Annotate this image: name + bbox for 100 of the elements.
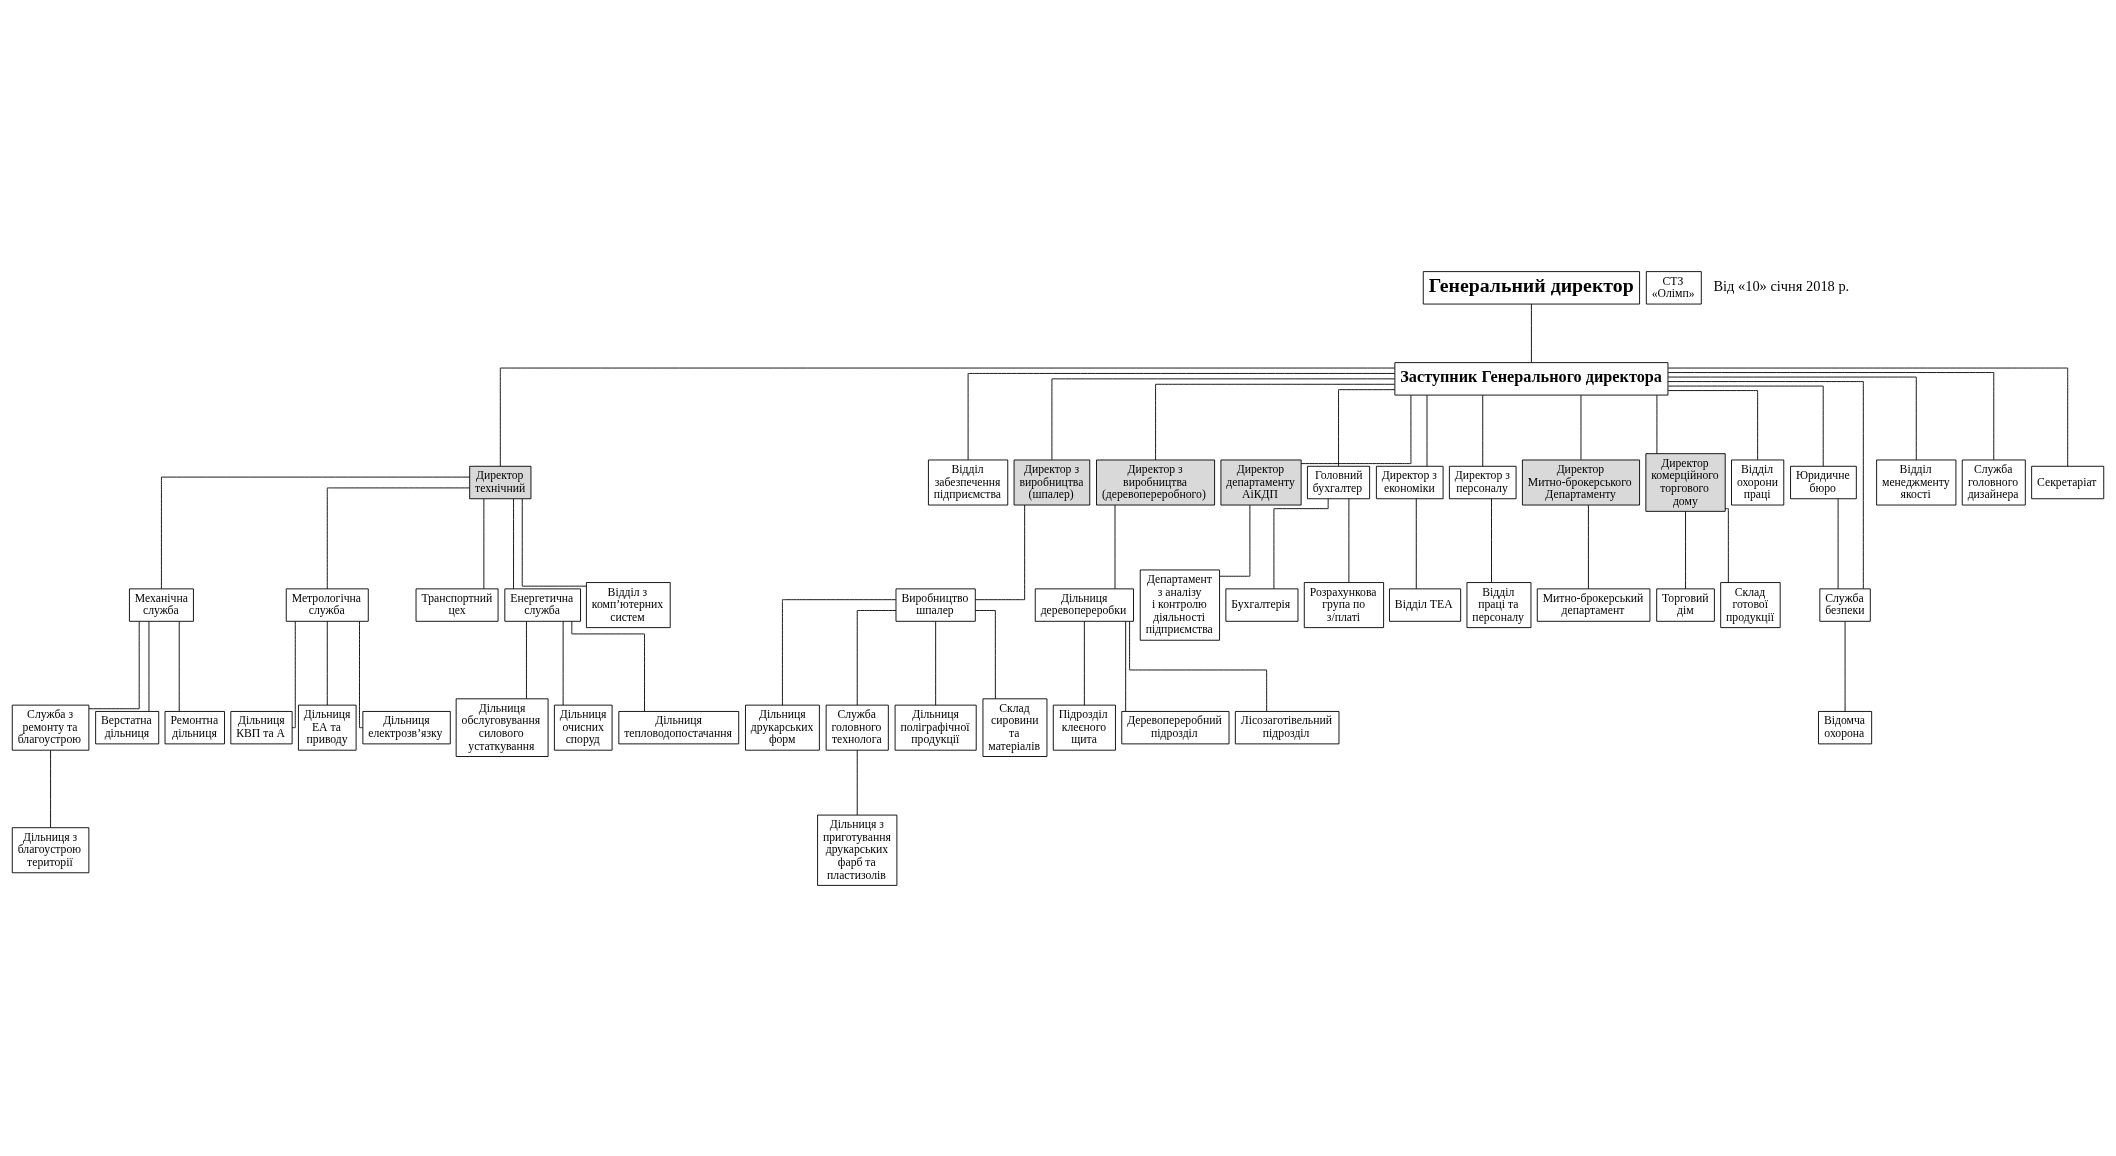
connector — [1667, 389, 1759, 460]
connector — [856, 749, 858, 816]
node-box: Секретаріат — [2031, 465, 2105, 499]
connector — [483, 497, 485, 589]
connector — [1125, 620, 1127, 712]
node-box: Юридичне бюро — [1790, 465, 1857, 499]
node-box: Директор комерційного торгового дому — [1645, 452, 1726, 512]
node-box: Деревопереробний підрозділ — [1121, 710, 1230, 744]
connector — [148, 620, 150, 712]
connector — [1667, 371, 1995, 460]
connector — [1837, 497, 1839, 589]
node-box: Відділ з комп’ютерних систем — [585, 581, 671, 628]
node-box: Генеральний директор — [1422, 270, 1640, 304]
connector — [781, 598, 897, 706]
node-box: Дільниця КВП та А — [230, 710, 293, 744]
node-box: СТЗ «Олімп» — [1645, 270, 1702, 304]
node-box: Митно-брокерський департамент — [1536, 587, 1651, 622]
node-box: Механічна служба — [129, 587, 194, 622]
node-box: Дільниця з приготування друкарських фарб та пластизолів — [817, 814, 898, 886]
node-box: Верстатна дільниця — [95, 710, 160, 744]
node-box: Дільниця деревопереробки — [1034, 587, 1134, 622]
connector — [856, 609, 897, 706]
node-box: Служба з ремонту та благоустрою — [11, 704, 90, 751]
connector — [571, 620, 645, 712]
connector — [1685, 510, 1686, 589]
node-box: Дільниця ЕА та приводу — [297, 704, 357, 751]
node-box: Відомча охорона — [1818, 710, 1873, 744]
connector — [1051, 377, 1396, 460]
connector — [1155, 383, 1396, 460]
connector — [50, 749, 51, 828]
connector — [1667, 376, 1917, 460]
connector — [178, 620, 180, 712]
node-box: Склад сировини та матеріалів — [982, 697, 1048, 757]
connector — [499, 367, 1396, 467]
node-box: Лісозаготівельний підрозділ — [1234, 710, 1340, 744]
node-box: Склад готової продукції — [1720, 581, 1781, 628]
connector — [1667, 385, 1824, 467]
connector — [1844, 620, 1846, 712]
connector — [1426, 394, 1428, 467]
connector — [1083, 620, 1085, 706]
connector — [1338, 388, 1396, 466]
connector — [291, 620, 296, 728]
node-box: Енергетична служба — [504, 587, 581, 622]
node-box: Ремонтна дільниця — [164, 710, 225, 744]
node-box: Відділ забезпечення підприємства — [928, 459, 1009, 505]
connector — [88, 620, 140, 709]
connector — [326, 620, 328, 706]
node-box: Розрахункова група по з/платі — [1303, 581, 1385, 628]
connector — [1656, 394, 1658, 454]
node-box: Дільниця друкарських форм — [745, 704, 820, 751]
connector — [1587, 504, 1589, 589]
node-box: Дільниця очисних споруд — [553, 704, 613, 751]
connector — [1273, 497, 1329, 589]
node-box: Відділ охорони праці — [1731, 459, 1785, 505]
node-box: Директор з персоналу — [1448, 465, 1517, 499]
connector — [521, 498, 587, 587]
node-box: Відділ менеджменту якості — [1876, 459, 1957, 505]
node-box: Відділ ТЕА — [1389, 587, 1462, 622]
connector — [513, 497, 514, 589]
node-box: Головний бухгалтер — [1307, 465, 1371, 499]
connector — [1580, 394, 1582, 460]
connector — [1300, 394, 1412, 464]
connector — [526, 620, 527, 699]
node-box: Служба головного дизайнера — [1961, 459, 2026, 505]
node-box: Підрозділ клеєного щита — [1052, 704, 1116, 751]
connector — [359, 620, 364, 728]
node-box: Виробництво шпалер — [895, 587, 976, 622]
connector — [1667, 367, 2069, 467]
connector — [562, 620, 564, 706]
node-box: Директор технічний — [469, 465, 532, 499]
node-box: Дільниця поліграфічної продукції — [894, 704, 977, 751]
node-box: Дільниця з благоустрою території — [11, 826, 90, 873]
connector — [935, 620, 937, 706]
node-box: Директор з виробництва (деревопереробного) — [1096, 459, 1216, 505]
node-box: Служба безпеки — [1819, 587, 1871, 622]
node-box: Дільниця електрозв’язку — [362, 710, 451, 744]
connector — [1415, 497, 1417, 589]
node-box: Департамент з аналізу і контролю діяльності підприємства — [1139, 569, 1220, 641]
node-box: Директор департаменту АіКДП — [1220, 459, 1302, 505]
connector — [1348, 497, 1350, 583]
node-box: Директор з виробництва (шпалер) — [1013, 459, 1091, 505]
connector — [1491, 497, 1492, 583]
connector — [975, 609, 996, 699]
connector — [1219, 504, 1251, 577]
node-box: Відділ праці та персоналу — [1466, 581, 1532, 628]
node-box: Транспортний цех — [415, 587, 499, 622]
connector — [967, 372, 1396, 460]
node-box: Дільниця обслуговування силового устаткування — [455, 697, 549, 757]
node-box: Метрологічна служба — [285, 587, 369, 622]
label: Від «10» січня 2018 р. — [1713, 277, 1850, 294]
node-box: Директор з економіки — [1375, 465, 1444, 499]
node-box: Директор Митно-брокерського Департаменту — [1521, 459, 1640, 505]
node-box: Дільниця тепловодопостачання — [618, 710, 740, 744]
node-box: Заступник Генерального директора — [1394, 361, 1669, 396]
connector — [1530, 303, 1532, 363]
connector — [1129, 620, 1268, 712]
connector — [161, 476, 471, 589]
node-box: Бухгалтерія — [1225, 587, 1299, 622]
connector — [975, 504, 1026, 600]
connector — [1482, 394, 1484, 467]
